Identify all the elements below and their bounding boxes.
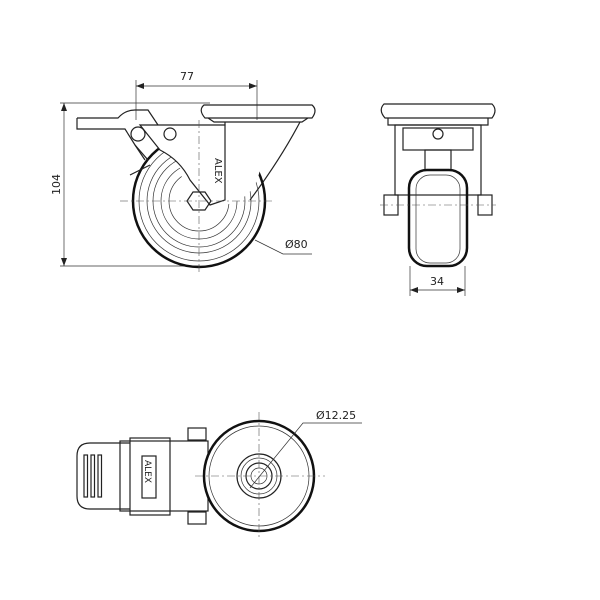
wheel-width-label: 34: [430, 275, 444, 288]
bore-diameter-label: Ø12.25: [316, 409, 356, 422]
side-view: ALEX Ø80 77 104: [50, 70, 316, 275]
wheel-diameter-label: Ø80: [285, 238, 308, 251]
height-label: 104: [50, 174, 63, 195]
brand-label-top: ALEX: [142, 460, 152, 483]
brand-label-side: ALEX: [212, 158, 223, 184]
offset-label: 77: [180, 70, 194, 83]
front-view: 34: [380, 103, 496, 296]
top-view: ALEX Ø12.25: [76, 409, 362, 540]
